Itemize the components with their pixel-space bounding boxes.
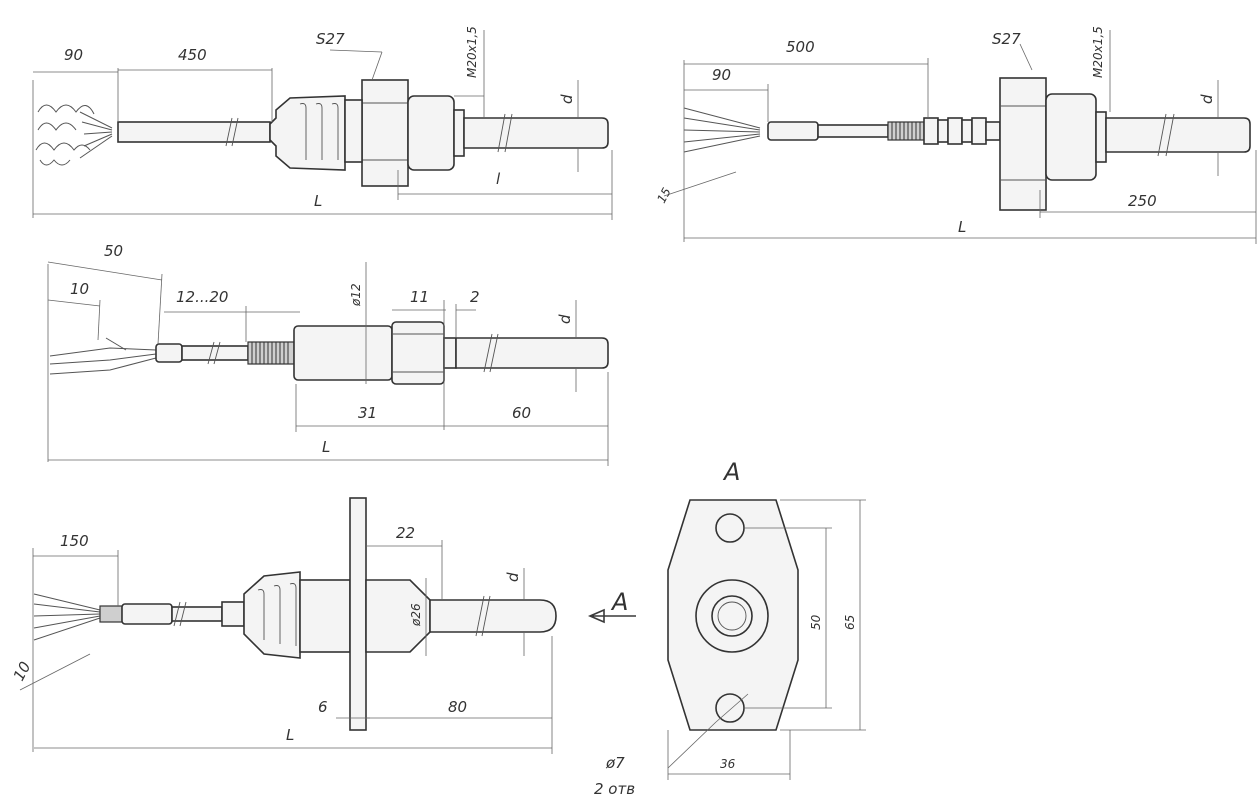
sensor-1-dim-thread: M20x1,5 xyxy=(465,26,479,78)
sensor-1-hex-s27 xyxy=(361,79,409,187)
sensor-1-sheath xyxy=(463,117,609,149)
sensor-3-dim-2: 2 xyxy=(470,288,480,306)
sensor-3-nut xyxy=(391,321,445,385)
sensor-4-dim-80: 80 xyxy=(448,698,467,716)
flange-view-title: A xyxy=(722,458,740,486)
sensor-3-sheath xyxy=(455,337,609,369)
sensor-3-dim-11: 11 xyxy=(410,288,429,306)
sensor-1-dim-s27: S27 xyxy=(316,30,345,48)
sensor-4-view-arrow-label: A xyxy=(610,588,628,616)
sensor-1-dimensions xyxy=(32,30,613,220)
view-a-arrow-icon xyxy=(587,608,636,624)
sensor-1-dim-L: L xyxy=(314,192,322,210)
sensor-4-dim-10: 10 xyxy=(10,659,35,684)
sensor-2-cable xyxy=(817,124,889,138)
sensor-2-cable-sleeve xyxy=(767,121,819,141)
sensor-4-cable-gland xyxy=(243,571,301,659)
flange-dim-holes-count: 2 отв xyxy=(594,780,635,798)
sensor-3-dim-31: 31 xyxy=(358,404,377,422)
sensor-4-dim-150: 150 xyxy=(60,532,89,550)
flange-dim-36: 36 xyxy=(720,757,736,771)
sensor-1-dim-d: d xyxy=(558,94,576,104)
flange-top-hole xyxy=(715,513,745,543)
sensor-2-dim-d: d xyxy=(1198,94,1216,104)
sensor-2: 500 90 S27 M20x1,5 d 15 250 L xyxy=(654,26,1257,244)
flange-dim-50: 50 xyxy=(809,614,823,630)
sensor-3-spring xyxy=(247,341,295,365)
sensor-4-dimensions xyxy=(19,540,553,754)
sensor-3-dim-d: d xyxy=(556,314,574,324)
sensor-3: 50 10 12...20 ø12 11 2 d 31 60 L xyxy=(47,242,609,466)
sensor-4-sheath xyxy=(429,599,557,633)
sensor-3-dim-12-20: 12...20 xyxy=(176,288,228,306)
flange-view-a: A 50 65 36 ø7 2 отв xyxy=(594,458,866,798)
sensor-1-dim-450: 450 xyxy=(178,46,207,64)
sensor-2-wires xyxy=(683,107,761,153)
sensor-4-dim-22: 22 xyxy=(396,524,415,542)
sensor-1-thread-body xyxy=(407,95,455,171)
sensor-1-wire-loops xyxy=(35,104,113,166)
flange-dim-hole: ø7 xyxy=(605,754,625,772)
sensor-2-dim-90: 90 xyxy=(712,66,731,84)
sensor-2-dim-thread: M20x1,5 xyxy=(1091,26,1105,78)
sensor-2-hex-s27 xyxy=(999,77,1047,211)
sensor-2-dim-250: 250 xyxy=(1128,192,1157,210)
sensor-1-dim-l: l xyxy=(496,170,501,188)
sensor-2-dim-15: 15 xyxy=(654,185,674,205)
sensor-3-dimensions xyxy=(47,261,609,466)
sensor-4-flange xyxy=(349,497,367,731)
sensor-4-cable-sleeve xyxy=(121,603,173,625)
sensor-2-spring xyxy=(887,121,925,141)
sensor-3-dim-60: 60 xyxy=(512,404,531,422)
sensor-3-cable-sleeve xyxy=(155,343,183,363)
sensor-3-cable xyxy=(181,345,249,361)
sensor-4-wires xyxy=(33,593,101,641)
sensor-3-wires xyxy=(49,337,157,375)
sensor-1-cable-gland xyxy=(269,95,346,171)
flange-dimensions xyxy=(667,499,866,780)
sensor-3-dim-50: 50 xyxy=(104,242,123,260)
sensor-2-dim-L: L xyxy=(958,218,966,236)
sensor-3-dim-L: L xyxy=(322,438,330,456)
sensor-1: 90 450 S27 M20x1,5 d l L xyxy=(32,26,613,220)
sensor-3-body xyxy=(293,325,393,381)
sensor-2-dim-500: 500 xyxy=(786,38,815,56)
sensor-4-dim-diam26: ø26 xyxy=(409,603,423,627)
sensor-1-dim-90: 90 xyxy=(64,46,83,64)
sensor-4: 150 22 d ø26 10 6 80 L A xyxy=(10,497,636,754)
sensor-2-dimensions xyxy=(663,30,1257,244)
sensor-3-dim-diam12: ø12 xyxy=(349,283,363,307)
sensor-4-cable xyxy=(171,606,223,622)
sensor-4-dim-6: 6 xyxy=(318,698,328,716)
flange-dim-65: 65 xyxy=(843,615,857,630)
sensor-3-dim-10: 10 xyxy=(70,280,89,298)
sensor-4-dim-L: L xyxy=(286,726,294,744)
sensor-2-thread-body xyxy=(1045,93,1097,181)
sensor-1-cable xyxy=(117,121,271,143)
sensor-4-dim-d: d xyxy=(504,572,522,582)
sensor-2-dim-s27: S27 xyxy=(992,30,1021,48)
sensor-2-sheath xyxy=(1105,117,1251,153)
